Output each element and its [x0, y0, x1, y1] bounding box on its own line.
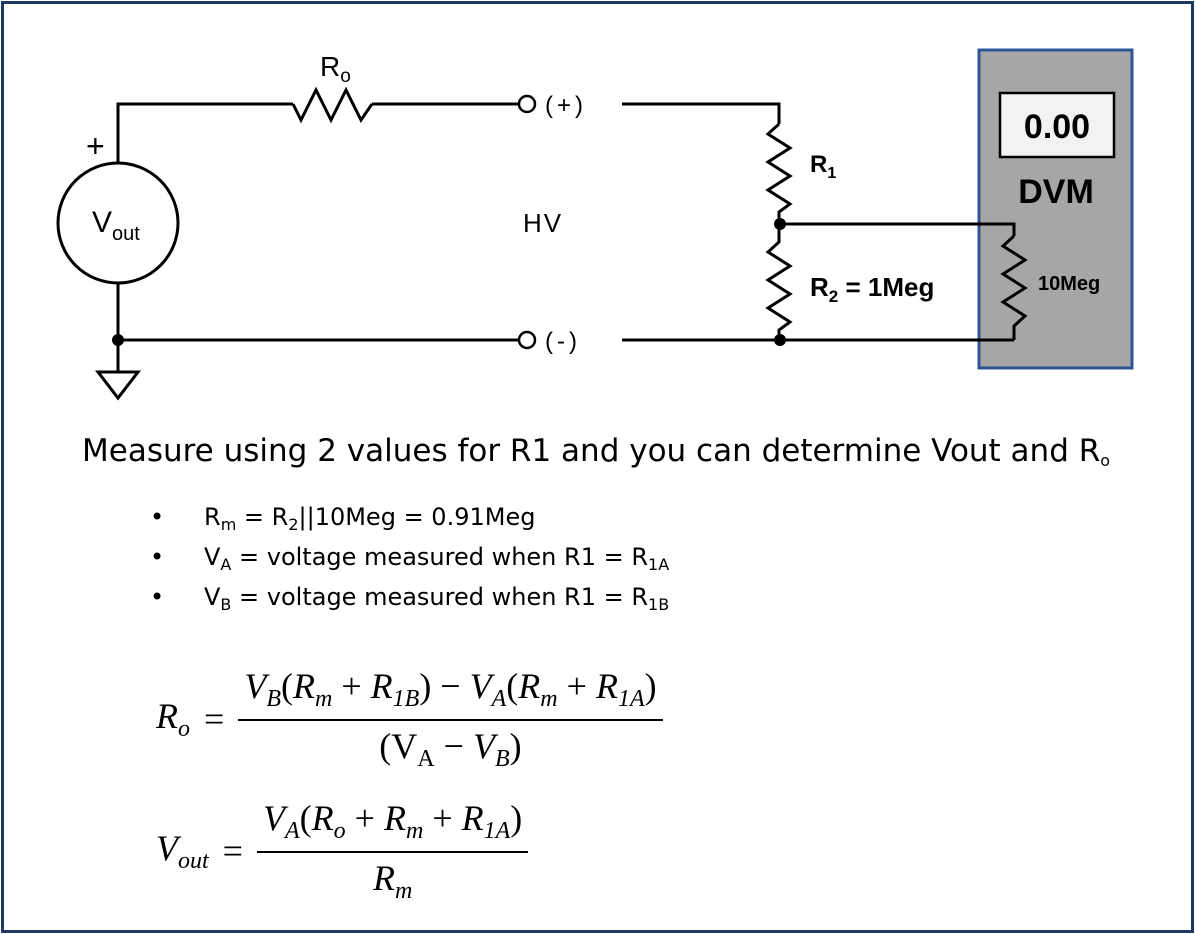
vout-formula: Vout = VA(Ro + Rm + R1A) Rm: [156, 797, 529, 905]
bullet-item: •Rm = R2||10Meg = 0.91Meg: [150, 503, 536, 534]
terminal-plus-symbol: [517, 94, 537, 114]
wire-top-left: [116, 102, 293, 163]
plus-sign: +: [86, 128, 105, 164]
wire-top-right: [622, 102, 781, 124]
bullet-item: •VA = voltage measured when R1 = R1A: [150, 543, 670, 574]
hv-label: HV: [523, 208, 563, 238]
terminal-plus-label: (+): [545, 92, 587, 119]
heading-text: Measure using 2 values for R1 and you ca…: [82, 433, 1111, 470]
ro-formula: Ro = VB(Rm + R1B) − VA(Rm + R1A) (VA − V…: [156, 665, 663, 773]
resistor-ro-symbol: [291, 86, 374, 124]
r1-label: R1: [810, 151, 836, 182]
dvm-reading: 0.00: [1024, 108, 1090, 146]
ro-denominator: (VA − VB): [379, 726, 522, 772]
wire-bottom-left: [116, 283, 519, 342]
wire-to-dvm: [779, 222, 1016, 236]
dvm-label: DVM: [1018, 173, 1094, 211]
bullet-list: •Rm = R2||10Meg = 0.91Meg •VA = voltage …: [150, 499, 669, 619]
bullet-item: •VB = voltage measured when R1 = R1B: [150, 583, 670, 614]
terminal-minus-label: (-): [545, 328, 581, 355]
dvm-display: [998, 91, 1116, 159]
vout-numerator: VA(Ro + Rm + R1A): [256, 797, 529, 853]
resistor-r1-symbol: [765, 122, 793, 224]
vout-denominator: Rm: [372, 858, 413, 904]
ro-numerator: VB(Rm + R1B) − VA(Rm + R1A): [238, 665, 663, 721]
ro-label: Ro: [320, 51, 351, 87]
dvm-resistor-label: 10Meg: [1038, 273, 1100, 295]
resistor-r2-symbol: [765, 224, 793, 340]
r2-label: R2 = 1Meg: [810, 272, 934, 306]
source-label: Vout: [92, 206, 140, 245]
resistor-10meg-symbol: [1000, 234, 1028, 340]
ground-icon: [94, 370, 142, 401]
terminal-minus-symbol: [517, 330, 537, 350]
